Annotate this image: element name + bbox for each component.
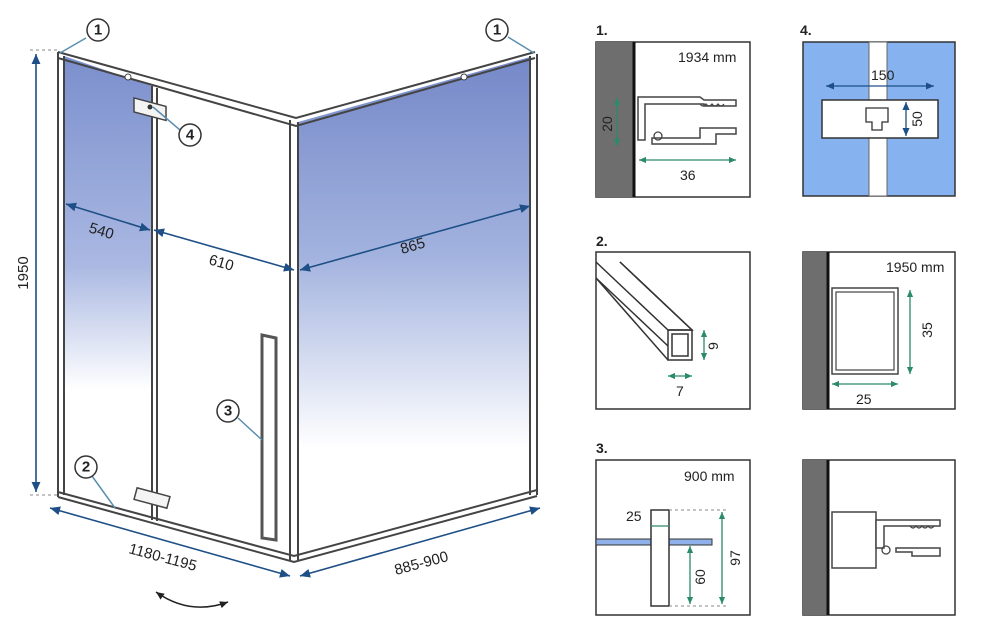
- callout-2: 2: [74, 455, 116, 509]
- svg-text:36: 36: [680, 167, 696, 183]
- svg-text:900 mm: 900 mm: [684, 468, 735, 484]
- dim-label-610: 610: [207, 252, 236, 275]
- svg-text:2: 2: [82, 459, 90, 476]
- height-dim-label: 1950: [15, 256, 32, 289]
- detail-3-handle: 3. 900 mm 25 60 97: [595, 440, 751, 616]
- corner-bolt-left: [124, 73, 132, 81]
- svg-text:1: 1: [493, 22, 501, 39]
- detail-4-glass-clamp: 4. 150 50: [800, 22, 956, 197]
- svg-text:3.: 3.: [596, 440, 608, 456]
- detail-bottom-profile: [802, 459, 956, 616]
- svg-text:1934 mm: 1934 mm: [678, 49, 736, 65]
- svg-text:60: 60: [692, 569, 708, 585]
- base-front-dim-line: [49, 506, 291, 578]
- svg-text:150: 150: [871, 67, 895, 83]
- detail-1-wall-profile: 1. 1934 mm 20 36: [595, 22, 751, 198]
- svg-text:1.: 1.: [596, 22, 608, 38]
- svg-text:25: 25: [856, 391, 872, 407]
- svg-text:50: 50: [909, 111, 925, 127]
- svg-text:35: 35: [919, 322, 935, 338]
- callout-3: 3: [216, 399, 263, 441]
- base-side-dim-line: [299, 506, 541, 578]
- base-side-dim-label: 885-900: [393, 548, 451, 579]
- dim-line-610: [153, 228, 295, 272]
- door-glass-panel: [152, 86, 294, 560]
- enclosure-3d-view: 1950 540 610 865 1180-1195 885-900 1 1 2: [15, 18, 541, 609]
- svg-text:7: 7: [676, 383, 684, 399]
- callout-4: 4: [152, 106, 202, 147]
- svg-text:1950 mm: 1950 mm: [886, 259, 944, 275]
- svg-text:9: 9: [705, 342, 721, 350]
- svg-text:1: 1: [94, 22, 102, 39]
- svg-text:25: 25: [626, 508, 642, 524]
- detail-wall-channel-1950: 1950 mm 35 25: [802, 251, 956, 410]
- callout-1-left: 1: [59, 18, 110, 54]
- base-front-dim-label: 1180-1195: [127, 540, 199, 574]
- bottom-hinge: [133, 486, 171, 510]
- svg-text:97: 97: [727, 550, 743, 566]
- svg-text:4.: 4.: [800, 22, 812, 38]
- callout-1-right: 1: [485, 18, 535, 54]
- side-glass-panel: [298, 57, 530, 558]
- dim-line-540: [65, 202, 151, 232]
- svg-text:3: 3: [224, 403, 232, 420]
- detail-2-tube-profile: 2. 9 7: [595, 233, 751, 410]
- svg-text:2.: 2.: [596, 233, 608, 249]
- dim-label-540: 540: [87, 220, 116, 244]
- top-bracket-screw: [147, 104, 153, 110]
- svg-text:4: 4: [186, 127, 195, 144]
- door-swing-arrow: [155, 591, 229, 609]
- corner-bolt-right: [460, 73, 468, 81]
- dim-line-865: [299, 204, 531, 272]
- dim-label-865: 865: [398, 235, 427, 258]
- svg-text:20: 20: [599, 116, 615, 132]
- fixed-front-glass-panel: [64, 56, 152, 520]
